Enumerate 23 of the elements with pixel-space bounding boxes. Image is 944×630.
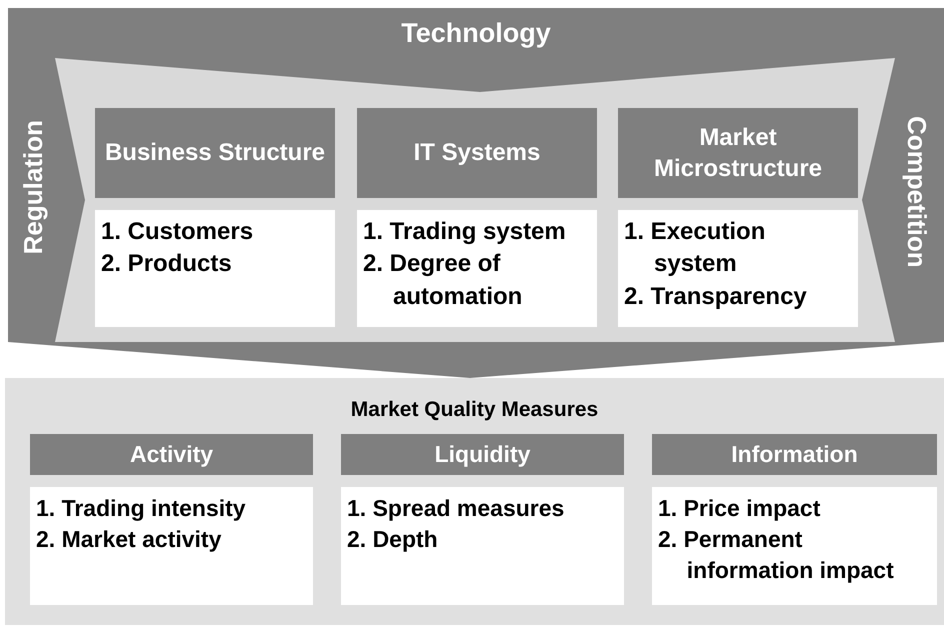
list-item: 2. Products	[101, 249, 233, 280]
group-panel	[5, 378, 944, 625]
list-item: 2. Permanent information impact	[658, 525, 895, 586]
header-bar: Activity	[30, 434, 313, 475]
list-item: 1. Spread measures	[347, 494, 566, 523]
list-item: 2. Degree of automation	[363, 249, 524, 312]
list-item: 1. Execution system	[624, 217, 766, 280]
list-item: 2. Transparency	[624, 282, 808, 312]
header-bar: Information	[652, 434, 937, 475]
list-item: 1. Trading system	[363, 217, 567, 247]
list-item: 2. Depth	[347, 525, 439, 554]
list-item: 2. Market activity	[36, 525, 222, 554]
side-label: Competition	[901, 116, 932, 268]
title-label: Technology	[401, 18, 551, 49]
header-bar: Market Microstructure	[618, 108, 858, 198]
list-item: 1. Price impact	[658, 494, 822, 523]
side-label: Regulation	[18, 120, 49, 254]
list-item: 1. Trading intensity	[36, 494, 247, 523]
header-bar: IT Systems	[357, 108, 597, 198]
header-bar: Liquidity	[341, 434, 624, 475]
list-item: 1. Customers	[101, 217, 254, 247]
group-title: Market Quality Measures	[350, 398, 598, 422]
header-bar: Business Structure	[95, 108, 335, 198]
